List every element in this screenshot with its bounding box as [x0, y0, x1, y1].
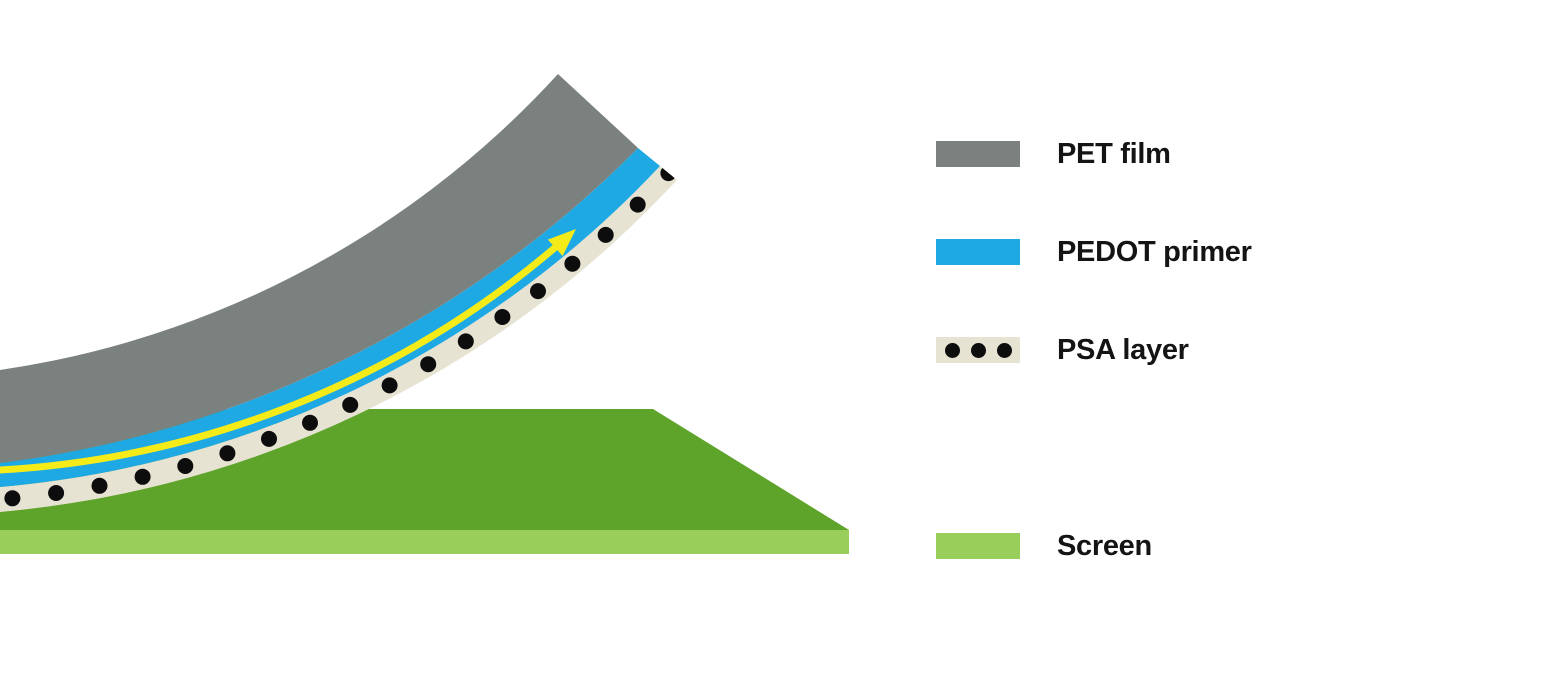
psa-dot-icon	[660, 166, 677, 182]
psa-dot-icon	[457, 333, 474, 350]
psa-dot-icon	[494, 309, 511, 325]
psa-dot-icon	[4, 490, 21, 507]
psa-dot-icon	[177, 458, 194, 474]
screen-front-face	[0, 530, 849, 554]
psa-dot-icon	[342, 396, 359, 413]
psa-dot-icon	[134, 468, 151, 485]
pedot-primer-band	[0, 148, 660, 487]
psa-dot-icon	[302, 414, 318, 431]
psa-dot-icon	[530, 283, 546, 300]
psa-dot-icon	[48, 485, 65, 501]
peel-direction-arrow-head	[547, 229, 576, 256]
psa-dot-icon	[420, 356, 437, 373]
psa-dot-icon	[629, 196, 646, 213]
psa-dot-icon	[219, 445, 236, 462]
psa-dots	[4, 166, 677, 507]
psa-dot-icon	[597, 226, 614, 243]
psa-dot-icon	[564, 255, 581, 272]
psa-dot-icon	[381, 377, 398, 394]
peel-direction-arrow-shaft	[0, 242, 561, 474]
pet-film-band	[0, 74, 638, 463]
psa-dot-icon	[261, 430, 277, 447]
psa-dot-icon	[91, 477, 108, 494]
